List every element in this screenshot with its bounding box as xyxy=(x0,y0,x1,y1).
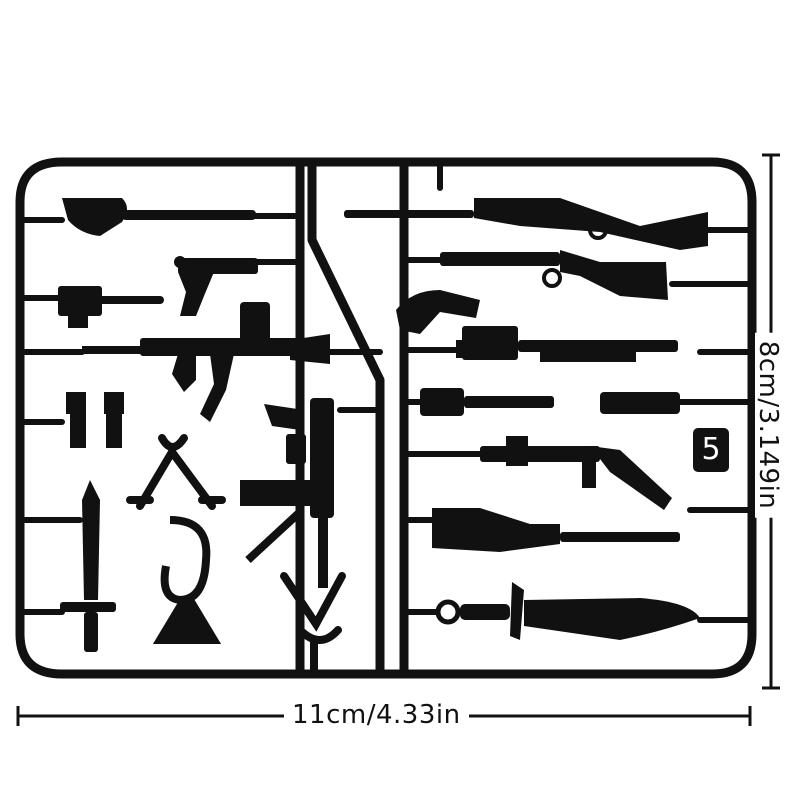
scope-icon xyxy=(600,392,680,414)
sprue-frame xyxy=(15,157,757,679)
machete-icon xyxy=(435,582,700,640)
binoculars-icon xyxy=(66,392,124,448)
bolt-rifle-icon xyxy=(440,250,668,300)
assault-rifle-icon xyxy=(82,302,330,422)
ammo-box-icon xyxy=(58,286,164,328)
width-dimension-label: 11cm/4.33in xyxy=(284,702,469,728)
sprue-strut xyxy=(245,509,303,563)
shell-icon xyxy=(420,388,554,416)
machine-gun-icon xyxy=(456,326,678,362)
slingshot-icon xyxy=(280,572,346,678)
carbine-icon xyxy=(432,508,680,552)
sprue-gates xyxy=(17,159,755,623)
mauser-pistol-icon xyxy=(174,256,258,316)
smg-icon xyxy=(240,398,334,588)
bugle-icon xyxy=(152,516,222,644)
height-dimension-label: 8cm/3.149in xyxy=(753,332,783,518)
bipod-icon xyxy=(126,434,226,510)
part-number-badge: 5 xyxy=(693,428,729,472)
bayonet-icon xyxy=(60,480,116,652)
shovel-icon xyxy=(62,198,256,236)
long-rifle-icon xyxy=(344,198,708,250)
rifle-stock-icon xyxy=(396,290,480,334)
sten-gun-icon xyxy=(480,436,672,510)
